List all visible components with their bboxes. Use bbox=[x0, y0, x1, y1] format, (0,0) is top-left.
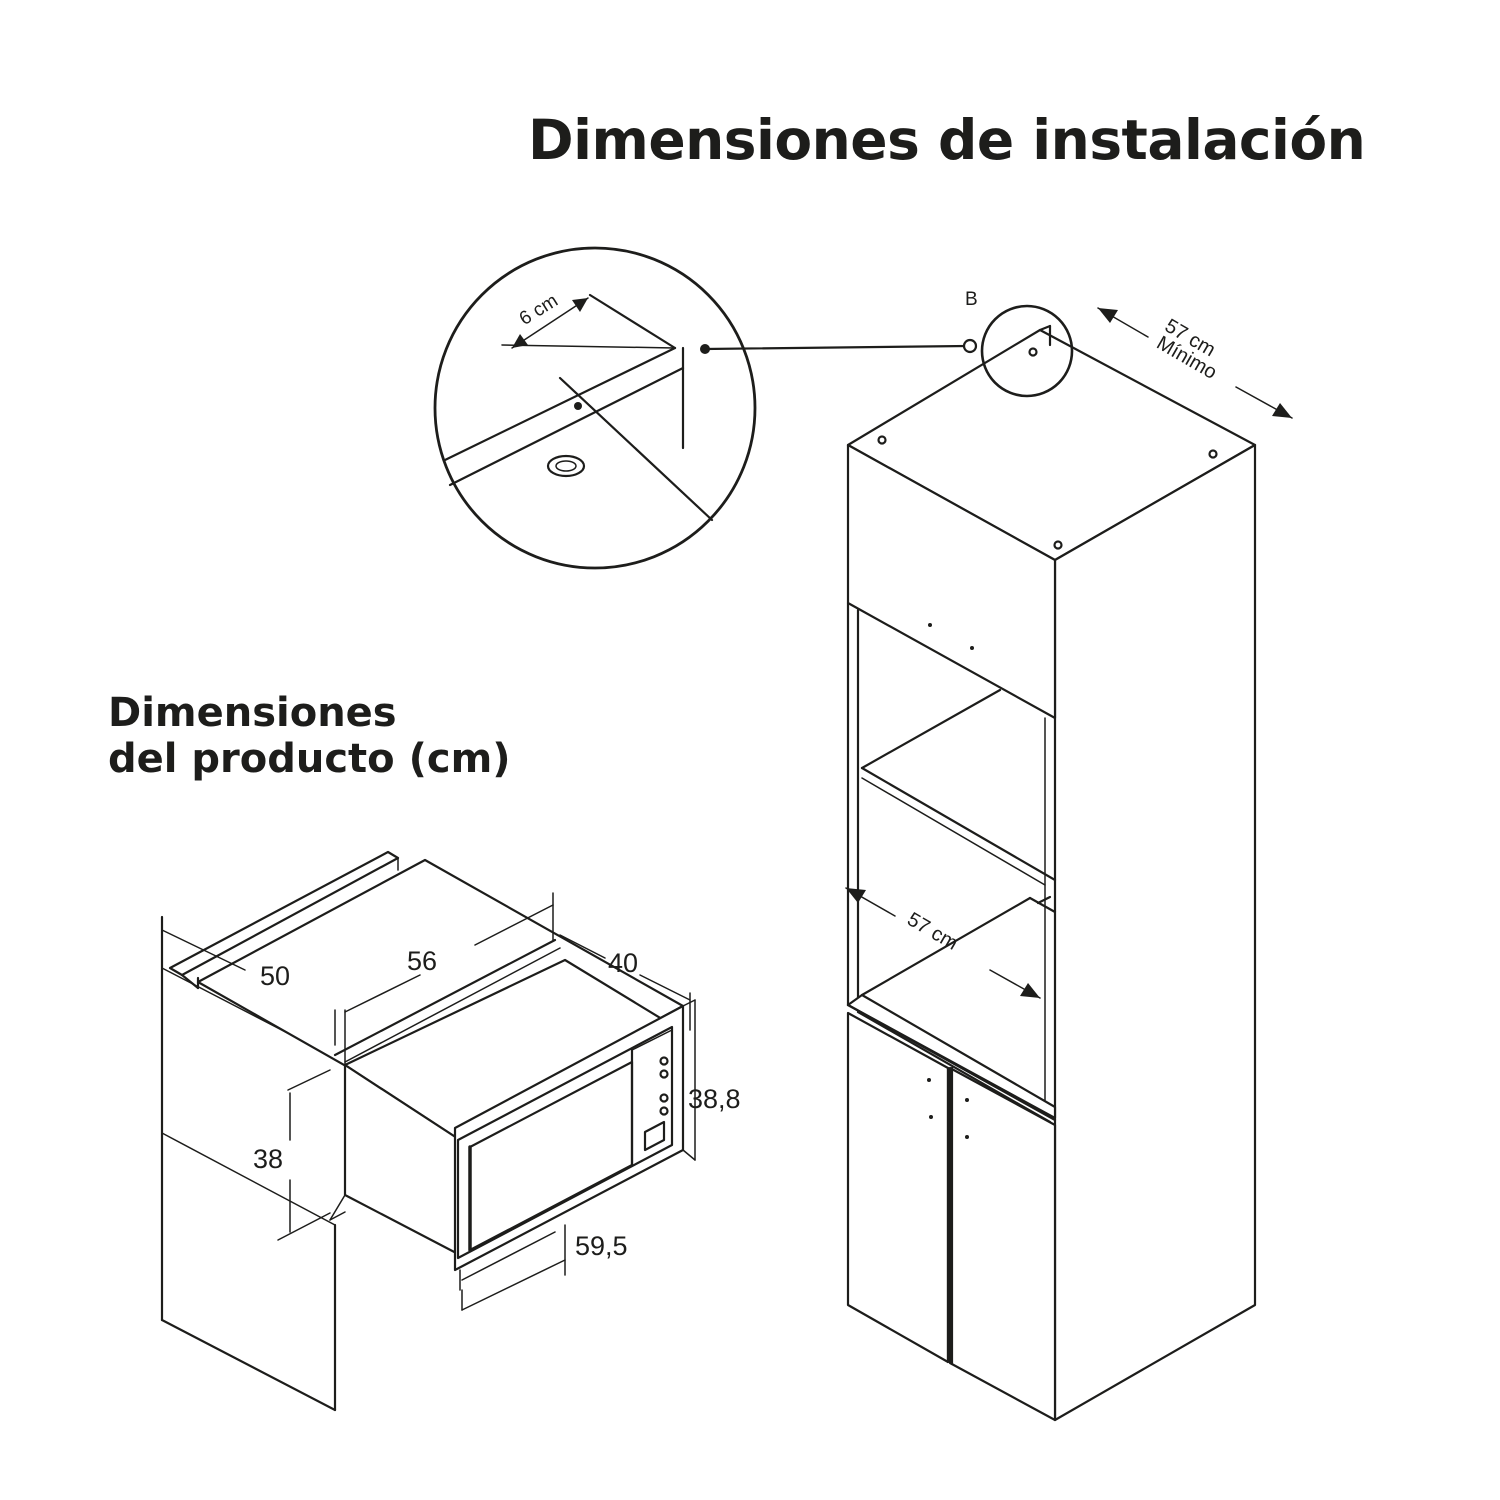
cabinet-width-value: 57 cm bbox=[903, 908, 961, 954]
product-height-outer-label: 38,8 bbox=[688, 1084, 741, 1114]
detail-leader: B bbox=[700, 289, 978, 354]
detail-gap-label: 6 cm bbox=[516, 290, 562, 330]
product-title: Dimensiones del producto (cm) bbox=[108, 690, 511, 782]
product-title-line2: del producto (cm) bbox=[108, 736, 511, 782]
product-depth-front-label: 40 bbox=[608, 948, 638, 978]
tall-cabinet bbox=[846, 324, 1257, 1422]
product-title-line1: Dimensiones bbox=[108, 690, 397, 736]
installation-title: Dimensiones de instalación bbox=[528, 108, 1366, 172]
product-drawing: 50 56 40 38,8 38 59,5 bbox=[160, 850, 741, 1412]
point-b-label: B bbox=[965, 289, 978, 310]
product-depth-cabinet-label: 50 bbox=[260, 961, 290, 991]
product-width-label: 59,5 bbox=[575, 1231, 628, 1261]
detail-magnifier: 6 cm bbox=[433, 246, 757, 570]
product-depth-unit-label: 56 bbox=[407, 946, 437, 976]
cabinet-width-dimension: 57 cm bbox=[845, 887, 1041, 999]
product-height-inner-label: 38 bbox=[253, 1144, 283, 1174]
detail-ring bbox=[980, 304, 1074, 398]
